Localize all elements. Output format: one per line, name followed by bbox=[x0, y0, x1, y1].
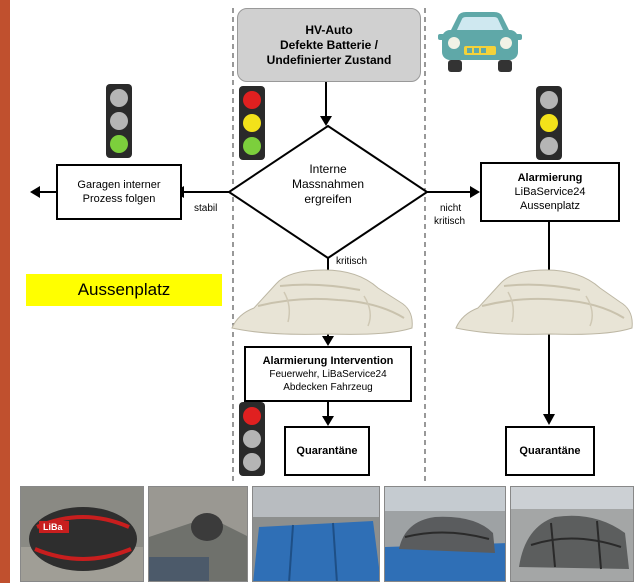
arrowhead-nicht-kritisch bbox=[470, 186, 480, 198]
photo-fully-covered-car bbox=[510, 486, 634, 582]
arrowhead-right-quarantine bbox=[543, 414, 555, 425]
traffic-light-red-yellow-green-icon bbox=[239, 86, 265, 160]
traffic-light-yellow-icon bbox=[536, 86, 562, 160]
garage-line-1: Garagen interner bbox=[77, 179, 161, 191]
garage-process-box: Garagen interner Prozess folgen bbox=[56, 164, 182, 220]
aussenplatz-highlight: Aussenplatz bbox=[26, 274, 222, 306]
start-line-2: Defekte Batterie / bbox=[279, 37, 379, 52]
label-kritisch-down: kritisch bbox=[336, 256, 368, 267]
quarantine-center-label: Quarantäne bbox=[296, 444, 358, 457]
photo-equipment-bag: LiBa bbox=[20, 486, 144, 582]
arrowhead-quarantine-center bbox=[322, 416, 334, 426]
traffic-light-green-icon bbox=[106, 84, 132, 158]
decision-line-1: Interne bbox=[309, 162, 347, 176]
alarm-line-3: Aussenplatz bbox=[520, 200, 580, 212]
label-nicht: nicht bbox=[440, 203, 462, 214]
quarantine-box-right: Quarantäne bbox=[505, 426, 595, 476]
decision-text: Interne Massnahmen ergreifen bbox=[268, 162, 388, 207]
arrowhead-left-out bbox=[30, 186, 40, 198]
intervention-line-3: Abdecken Fahrzeug bbox=[283, 381, 373, 393]
decision-line-2: Massnahmen bbox=[291, 177, 365, 191]
alarm-line-2: LiBaService24 bbox=[514, 186, 586, 198]
liba-logo: LiBa bbox=[43, 522, 63, 532]
photo-blue-mats bbox=[252, 486, 380, 582]
alarm-outdoor-box: Alarmierung LiBaService24 Aussenplatz bbox=[480, 162, 620, 222]
garage-line-2: Prozess folgen bbox=[82, 193, 156, 205]
arrowhead-intervention bbox=[322, 336, 334, 346]
start-line-1: HV-Auto bbox=[305, 22, 353, 37]
start-line-3: Undefinierter Zustand bbox=[266, 52, 392, 67]
alarm-line-1: Alarmierung bbox=[517, 172, 583, 184]
quarantine-right-label: Quarantäne bbox=[519, 444, 581, 457]
start-box: HV-Auto Defekte Batterie / Undefinierter… bbox=[237, 8, 421, 82]
photo-rolled-cover bbox=[148, 486, 248, 582]
label-stabil: stabil bbox=[194, 203, 218, 214]
covered-car-icon-right bbox=[455, 269, 633, 335]
quarantine-box-center: Quarantäne bbox=[284, 426, 370, 476]
covered-car-icon-center bbox=[231, 269, 413, 335]
intervention-line-2: Feuerwehr, LiBaService24 bbox=[269, 368, 387, 380]
label-kritisch-right: kritisch bbox=[434, 216, 466, 227]
photo-car-on-mat bbox=[384, 486, 506, 582]
aussenplatz-label: Aussenplatz bbox=[77, 280, 171, 299]
intervention-line-1: Alarmierung Intervention bbox=[262, 354, 394, 367]
traffic-light-red-icon bbox=[239, 402, 265, 476]
decision-line-3: ergreifen bbox=[304, 192, 352, 206]
intervention-box: Alarmierung Intervention Feuerwehr, LiBa… bbox=[244, 346, 412, 402]
arrowhead-decision bbox=[320, 116, 332, 126]
electric-car-icon bbox=[438, 12, 522, 72]
